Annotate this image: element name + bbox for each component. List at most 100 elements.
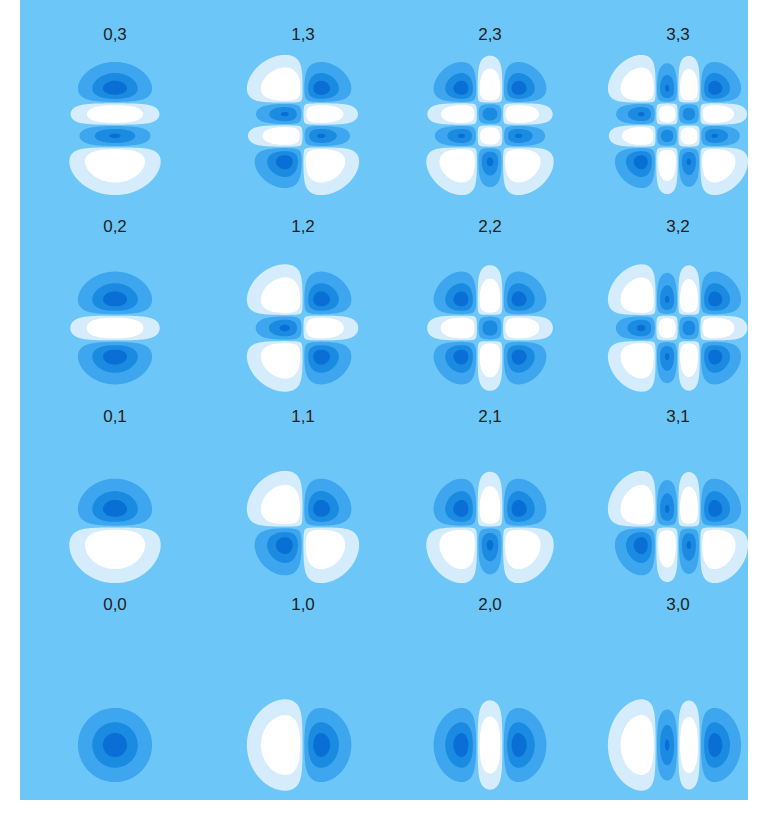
intensity-level — [634, 81, 723, 170]
intensity-level — [85, 530, 145, 569]
intensity-level — [255, 479, 352, 576]
intensity-level — [439, 69, 540, 183]
mode-label: 2,3 — [478, 26, 502, 43]
mode-pattern — [434, 700, 547, 789]
intensity-level — [453, 500, 526, 551]
intensity-level — [626, 491, 730, 563]
mode-label: 1,2 — [291, 218, 315, 235]
intensity-level — [267, 491, 339, 563]
mode-pattern — [69, 62, 160, 195]
intensity-level — [261, 277, 344, 378]
mode-pattern — [78, 708, 152, 782]
intensity-level — [426, 472, 553, 583]
intensity-level — [261, 485, 345, 569]
mode-label: 3,2 — [666, 218, 690, 235]
mode-label: 1,1 — [291, 408, 315, 425]
intensity-level — [87, 318, 144, 339]
intensity-level — [615, 62, 741, 188]
intensity-level — [269, 283, 339, 373]
background-panel — [20, 0, 748, 800]
intensity-level — [478, 700, 503, 789]
mode-pattern — [426, 56, 553, 195]
mode-label: 2,2 — [478, 218, 502, 235]
mode-label: 1,0 — [291, 596, 315, 613]
intensity-level — [78, 272, 152, 385]
intensity-level — [608, 699, 700, 790]
intensity-level — [279, 291, 330, 364]
intensity-level — [78, 479, 152, 526]
intensity-level — [434, 708, 547, 782]
intensity-level — [276, 500, 330, 554]
mode-label: 3,3 — [666, 26, 690, 43]
intensity-level — [261, 715, 300, 775]
intensity-level — [78, 708, 152, 782]
mode-label: 0,2 — [103, 218, 127, 235]
intensity-level — [628, 283, 730, 373]
intensity-level — [92, 722, 138, 768]
mode-label: 3,1 — [666, 408, 690, 425]
intensity-level — [103, 291, 127, 364]
intensity-level — [626, 73, 730, 177]
intensity-level — [441, 279, 540, 378]
intensity-level — [445, 491, 535, 561]
intensity-level — [78, 62, 152, 146]
intensity-level — [267, 73, 339, 177]
intensity-level — [103, 81, 127, 138]
mode-label: 2,1 — [478, 408, 502, 425]
intensity-level — [434, 272, 547, 385]
intensity-level — [445, 73, 535, 175]
intensity-level — [480, 717, 501, 774]
intensity-level — [103, 500, 127, 517]
mode-label: 0,0 — [103, 596, 127, 613]
mode-label: 1,3 — [291, 26, 315, 43]
intensity-level — [70, 316, 159, 341]
intensity-level — [313, 733, 330, 757]
mode-label: 2,0 — [478, 596, 502, 613]
intensity-level — [616, 272, 741, 385]
mode-label: 0,3 — [103, 26, 127, 43]
intensity-level — [247, 471, 359, 583]
intensity-level — [434, 479, 547, 575]
intensity-level — [256, 272, 352, 385]
mode-label: 0,1 — [103, 408, 127, 425]
intensity-level — [427, 265, 553, 391]
intensity-level — [426, 56, 553, 195]
intensity-level — [637, 291, 723, 364]
mode-patterns — [69, 55, 748, 791]
mode-pattern — [608, 471, 748, 583]
intensity-level — [660, 722, 730, 768]
intensity-level — [615, 479, 741, 576]
intensity-level — [92, 73, 138, 143]
intensity-level — [247, 55, 359, 195]
mode-pattern — [608, 264, 747, 391]
mode-pattern — [426, 472, 553, 583]
mode-pattern — [247, 699, 351, 790]
intensity-level — [247, 264, 358, 391]
intensity-level — [261, 68, 345, 183]
intensity-level — [621, 485, 736, 569]
mode-pattern — [247, 264, 358, 391]
intensity-level — [621, 277, 735, 378]
intensity-level — [608, 471, 748, 583]
intensity-level — [247, 699, 303, 790]
intensity-level — [434, 62, 547, 187]
intensity-level — [453, 291, 526, 364]
mode-pattern — [608, 699, 741, 790]
mode-pattern — [247, 55, 359, 195]
intensity-level — [445, 283, 535, 373]
intensity-level — [657, 708, 741, 782]
mode-pattern — [69, 479, 160, 583]
mode-pattern — [427, 265, 553, 391]
intensity-level — [103, 733, 127, 757]
intensity-level — [276, 81, 330, 170]
intensity-level — [634, 500, 723, 554]
mode-pattern — [247, 471, 359, 583]
mode-pattern — [70, 272, 159, 385]
intensity-level — [665, 733, 722, 757]
mode-label: 3,0 — [666, 596, 690, 613]
intensity-level — [92, 491, 138, 522]
intensity-level — [69, 527, 160, 583]
intensity-level — [92, 283, 138, 373]
intensity-level — [308, 722, 339, 768]
